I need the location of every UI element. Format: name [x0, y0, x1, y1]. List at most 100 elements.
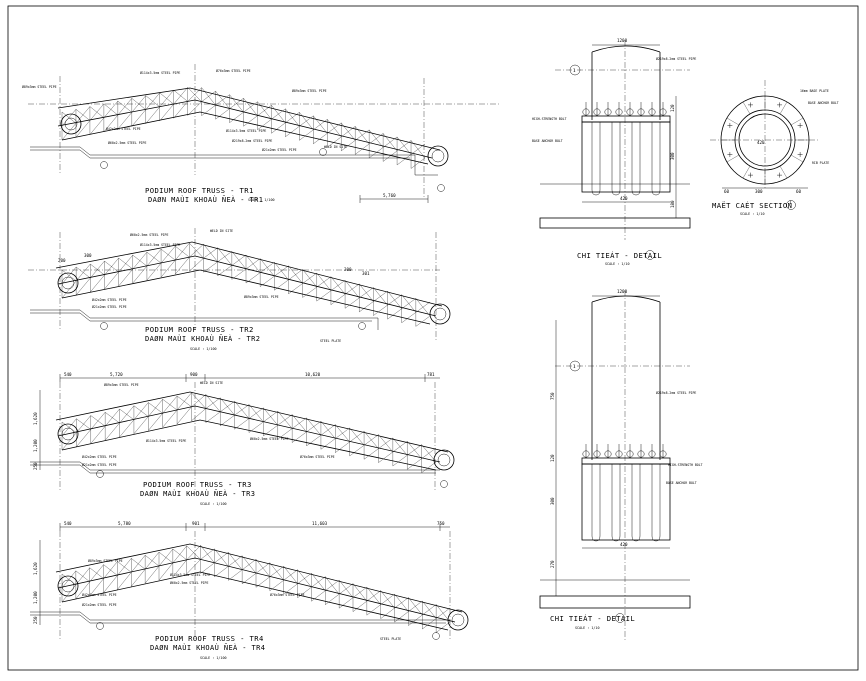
tr3-label-6: Ø76x3mm STEEL PIPE	[300, 454, 335, 459]
web-diagonal	[119, 419, 135, 438]
web-diagonal	[415, 298, 431, 317]
web-diagonal	[145, 555, 160, 567]
tr3-label-3: Ø42x2mm STEEL PIPE	[82, 454, 117, 459]
tr1-label-6: WELD IN SITE	[324, 145, 347, 149]
web-diagonal	[325, 576, 340, 595]
web-diagonal	[220, 415, 235, 426]
truss-tr2: 200 300 300 301 Ø60x2.5mm STEEL PIPE Ø11…	[28, 228, 451, 351]
web-diagonal	[363, 431, 379, 449]
web-diagonal	[148, 402, 163, 414]
tr4-label-3: Ø60x2.5mm STEEL PIPE	[170, 580, 208, 585]
web-diagonal	[327, 119, 342, 137]
web-diagonal	[410, 140, 426, 159]
web-diagonal	[277, 428, 293, 440]
tr2-title: PODIUM ROOF TRUSS - TR2	[145, 325, 254, 334]
web-diagonal	[316, 272, 332, 291]
web-diagonal	[410, 157, 426, 169]
tr3-dim-3: 10,620	[305, 372, 321, 377]
truss-web-members	[61, 392, 437, 473]
truss-tr1: 5,760 Ø89x3mm STEEL PIPE Ø114x3.5mm STEE…	[22, 64, 500, 204]
web-diagonal	[103, 575, 118, 593]
truss-web-members	[61, 87, 426, 169]
web-diagonal	[245, 272, 261, 284]
tr4-label-1: Ø114x3.5mm STEEL PIPE	[170, 572, 210, 577]
rib-plate	[742, 165, 751, 179]
web-diagonal	[119, 408, 135, 420]
bolt-row	[582, 102, 667, 116]
web-diagonal	[392, 437, 408, 456]
web-diagonal	[311, 573, 326, 591]
web-diagonal	[176, 395, 192, 407]
web-diagonal	[159, 104, 174, 121]
web-diagonal	[373, 305, 388, 316]
section-label-1: BASE ANCHOR BOLT	[808, 101, 839, 105]
web-diagonal	[215, 91, 230, 109]
tr2-label-4: Ø89x3mm STEEL PIPE	[244, 294, 279, 299]
web-diagonal	[117, 572, 132, 590]
web-diagonal	[344, 280, 360, 299]
web-diagonal	[378, 434, 393, 453]
web-diagonal	[292, 414, 307, 433]
web-diagonal	[339, 580, 354, 598]
tr3-dim-0: 540	[64, 372, 72, 377]
web-diagonal	[274, 262, 289, 280]
anchor-hook	[591, 464, 601, 542]
web-diagonal	[366, 604, 381, 616]
tr2-dim-2: 300	[344, 267, 352, 272]
tr2-label-2: WELD IN SITE	[210, 229, 233, 233]
web-diagonal	[131, 109, 146, 127]
web-diagonal	[172, 548, 187, 560]
detail2-label-0: Ø219x8.2mm STEEL PIPE	[656, 390, 696, 395]
tr3-scale: SCALE : 1/100	[200, 502, 227, 506]
truss-tr3: 540 5,720 900 10,620 781 1,620 1,200 250…	[30, 372, 455, 506]
web-diagonal	[118, 257, 133, 270]
web-diagonal	[117, 561, 132, 573]
web-diagonal	[306, 435, 322, 447]
detail1-dim-3: 180	[670, 200, 675, 208]
web-diagonal	[269, 580, 284, 591]
tr3-dim-4: 781	[427, 372, 435, 377]
web-diagonal	[205, 411, 221, 423]
web-diagonal	[288, 265, 303, 284]
tr4-subtitle: DAØN MAÙI KHOAÙ ÑEÀ - TR4	[150, 643, 265, 652]
tr3-label-2: Ø114x3.5mm STEEL PIPE	[146, 438, 186, 443]
web-diagonal	[311, 590, 326, 602]
web-diagonal	[158, 552, 173, 564]
tr3-dim-7: 250	[33, 462, 38, 470]
detail1-dim-2: 300	[670, 152, 675, 160]
tr3-dim-1: 5,720	[110, 372, 123, 377]
tr4-title: PODIUM ROOF TRUSS - TR4	[155, 634, 264, 643]
rib-plate	[790, 117, 804, 126]
web-diagonal	[327, 136, 342, 148]
section-title: MAËT CAÉT SECTION	[712, 201, 792, 210]
web-diagonal	[355, 143, 370, 155]
web-diagonal	[214, 566, 229, 577]
web-diagonal	[243, 98, 258, 116]
web-diagonal	[302, 286, 317, 298]
web-diagonal	[392, 455, 408, 467]
detail1-label-2: BASE ANCHOR BOLT	[532, 139, 563, 143]
web-diagonal	[189, 258, 204, 272]
web-diagonal	[89, 567, 104, 579]
web-diagonal	[363, 448, 379, 460]
truss-web-members	[61, 545, 451, 633]
web-diagonal	[133, 416, 149, 434]
web-diagonal	[146, 263, 162, 281]
web-diagonal	[61, 111, 77, 124]
web-diagonal	[61, 280, 77, 299]
web-diagonal	[201, 105, 216, 116]
detail2-dim-1: 750	[550, 392, 555, 400]
tr4-label-0: Ø89x3mm STEEL PIPE	[88, 558, 123, 563]
tr1-scale: SCALE : 1/100	[248, 198, 275, 202]
detail2-label-2: BASE ANCHOR BOLT	[666, 481, 697, 485]
web-diagonal	[234, 418, 250, 430]
tr1-label-7: Ø219x8.2mm STEEL PIPE	[232, 138, 272, 143]
rib-plate	[790, 154, 804, 163]
anchor-hook	[611, 464, 621, 542]
web-diagonal	[187, 101, 202, 116]
web-diagonal	[231, 251, 247, 270]
web-diagonal	[76, 277, 91, 296]
web-diagonal	[325, 594, 340, 605]
section-scale: SCALE : 1/10	[740, 212, 765, 216]
web-diagonal	[373, 287, 388, 306]
